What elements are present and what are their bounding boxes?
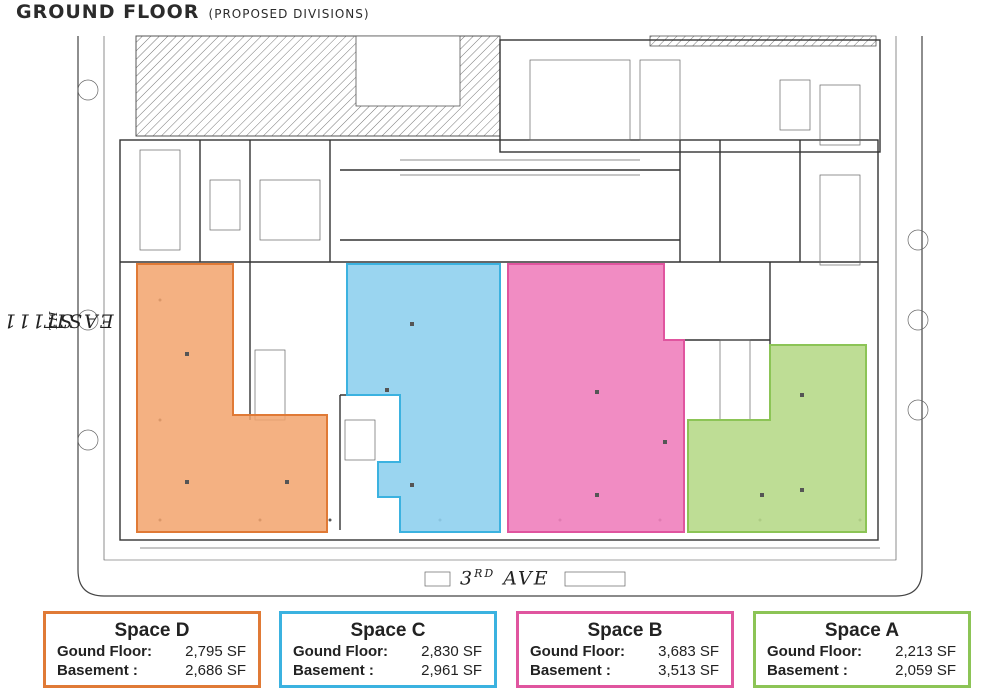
space-c-ground-label: Gound Floor: bbox=[293, 643, 388, 660]
space-c-basement-sf: 2,961 SF bbox=[421, 662, 482, 679]
space-d-ground-sf: 2,795 SF bbox=[185, 643, 246, 660]
street-south-suffix: RD bbox=[474, 567, 496, 580]
street-west-tail: ST bbox=[43, 309, 73, 331]
space-c-name: Space C bbox=[350, 620, 426, 641]
space-a-ground-sf: 2,213 SF bbox=[895, 643, 956, 660]
space-a-card: Space A Gound Floor: 2,213 SF Basement : 2… bbox=[753, 611, 971, 688]
space-d-area bbox=[136, 263, 328, 533]
title-main: GROUND FLOOR bbox=[16, 1, 200, 23]
site-outline bbox=[77, 36, 923, 597]
space-c-card: Space C Gound Floor: 2,830 SF Basement : 2… bbox=[279, 611, 497, 688]
street-label-south: 3RD AVE bbox=[460, 567, 550, 589]
space-d-ground-label: Gound Floor: bbox=[57, 643, 152, 660]
page-title: GROUND FLOOR (PROPOSED DIVISIONS) bbox=[16, 1, 370, 23]
fixtures bbox=[77, 59, 929, 587]
space-b-basement-sf: 3,513 SF bbox=[658, 662, 719, 679]
title-subtitle: (PROPOSED DIVISIONS) bbox=[208, 7, 370, 21]
space-b-basement-label: Basement : bbox=[530, 662, 611, 679]
space-a-basement-sf: 2,059 SF bbox=[895, 662, 956, 679]
space-b-name: Space B bbox=[587, 620, 663, 641]
space-b-area bbox=[507, 263, 685, 533]
space-b-card: Space B Gound Floor: 3,683 SF Basement : 3… bbox=[516, 611, 734, 688]
street-south-tail: AVE bbox=[495, 567, 550, 590]
space-markers bbox=[185, 322, 804, 497]
space-c-area bbox=[346, 263, 501, 533]
space-d-basement-label: Basement : bbox=[57, 662, 138, 679]
space-b-ground-label: Gound Floor: bbox=[530, 643, 625, 660]
space-d-basement-sf: 2,686 SF bbox=[185, 662, 246, 679]
space-d-card: Space D Gound Floor: 2,795 SF Basement : 2… bbox=[43, 611, 261, 688]
space-a-area bbox=[687, 344, 867, 533]
floor-plan bbox=[77, 35, 929, 597]
space-d-name: Space D bbox=[114, 620, 190, 641]
space-a-name: Space A bbox=[824, 620, 900, 641]
street-south-text: 3 bbox=[460, 567, 475, 590]
space-a-basement-label: Basement : bbox=[767, 662, 848, 679]
space-a-ground-label: Gound Floor: bbox=[767, 643, 862, 660]
space-c-ground-sf: 2,830 SF bbox=[421, 643, 482, 660]
space-b-ground-sf: 3,683 SF bbox=[658, 643, 719, 660]
space-c-basement-label: Basement : bbox=[293, 662, 374, 679]
